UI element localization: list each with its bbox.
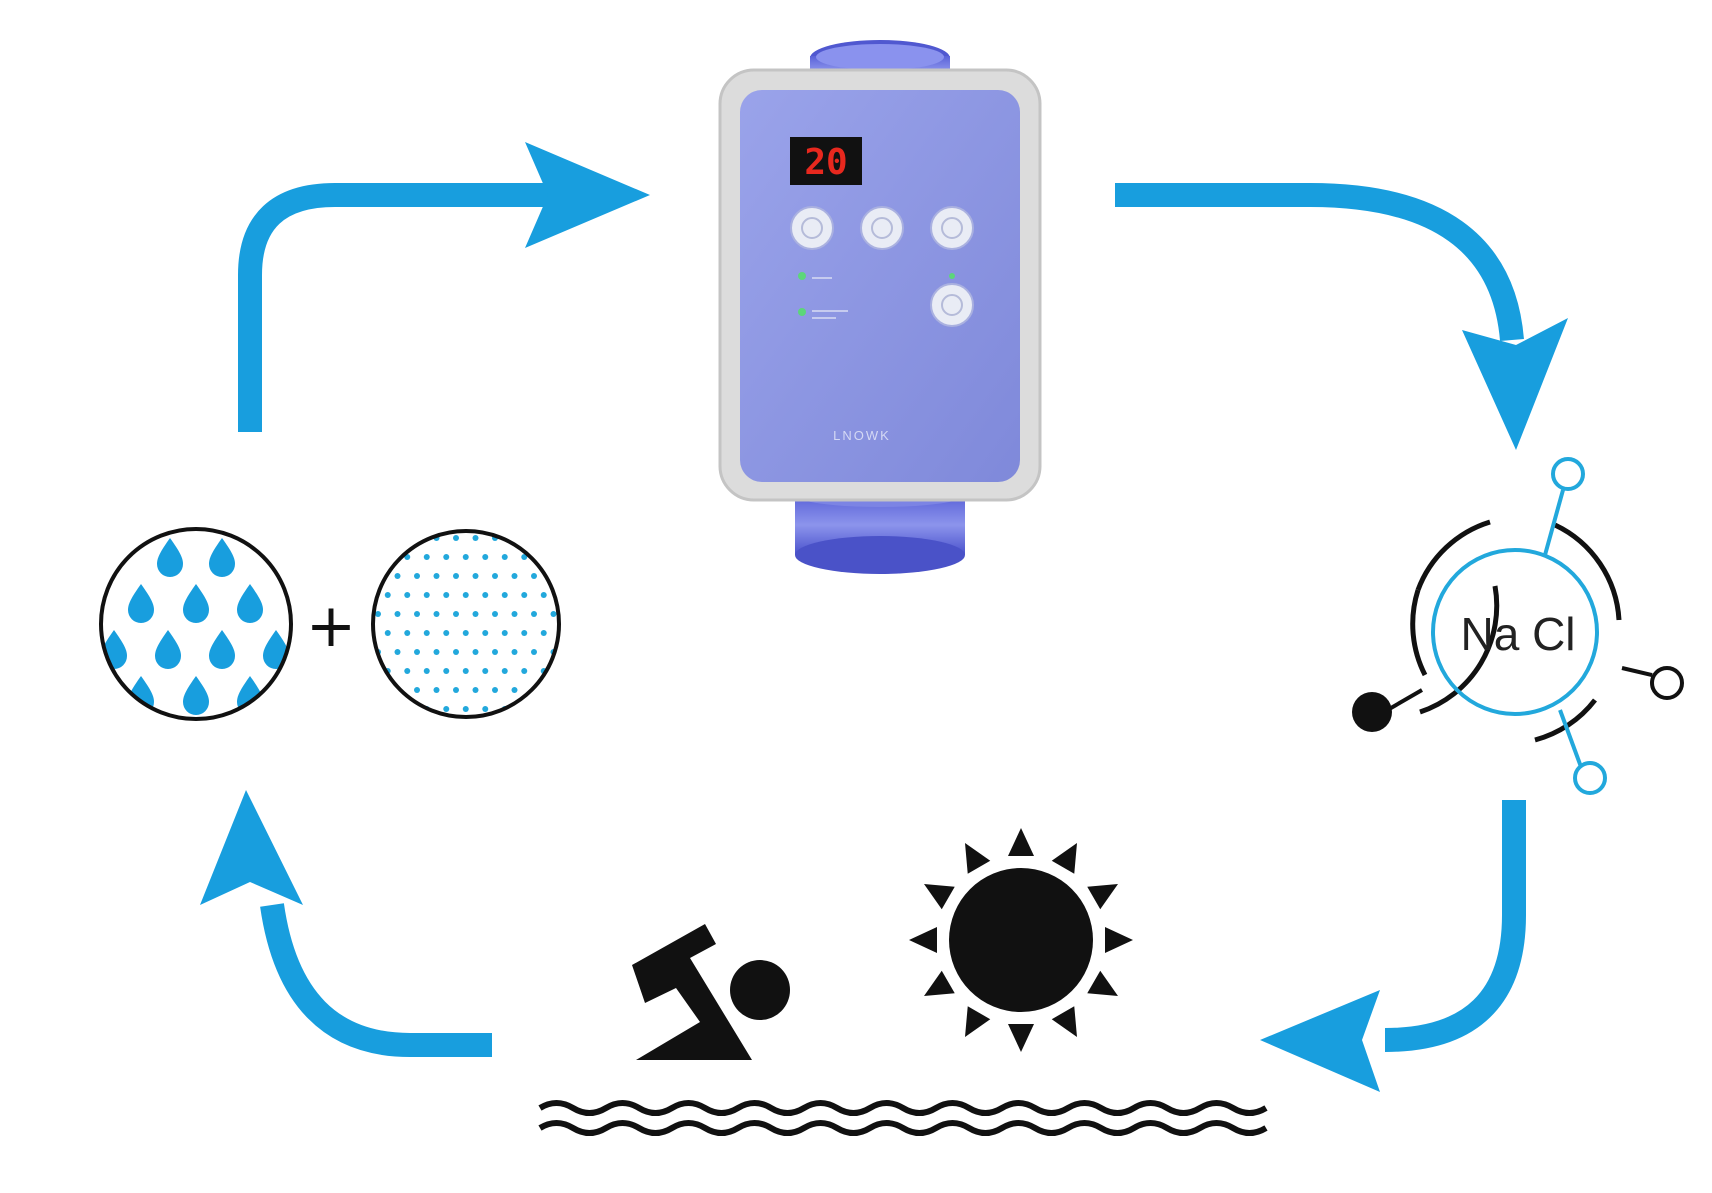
digital-display: 20 [790,137,862,185]
display-value: 20 [804,142,847,183]
device-button-4 [930,283,974,327]
salt-dots-circle-icon [371,529,561,719]
device-button-2 [860,206,904,250]
arrow-top-right [1115,183,1568,450]
water-waves-icon [538,1100,1268,1136]
arrow-bottom-right [1260,800,1526,1092]
salt-chlorinator-device: 20 LNOWK [718,40,1042,574]
svg-text:+: + [306,591,356,661]
arrow-bottom-left [200,790,492,1057]
nacl-label: Na Cl [1460,608,1575,660]
status-led-2 [798,308,806,316]
nacl-molecule-icon: Na Cl [1352,457,1684,795]
device-button-1 [790,206,834,250]
device-button-3 [930,206,974,250]
water-droplet-circle-icon [99,527,293,721]
arrow-top-left [238,142,650,432]
swimmer-icon [632,924,790,1060]
device-brand-label: LNOWK [833,428,891,443]
plus-sign: + [306,591,356,661]
status-led-1 [798,272,806,280]
sun-icon [909,828,1133,1052]
